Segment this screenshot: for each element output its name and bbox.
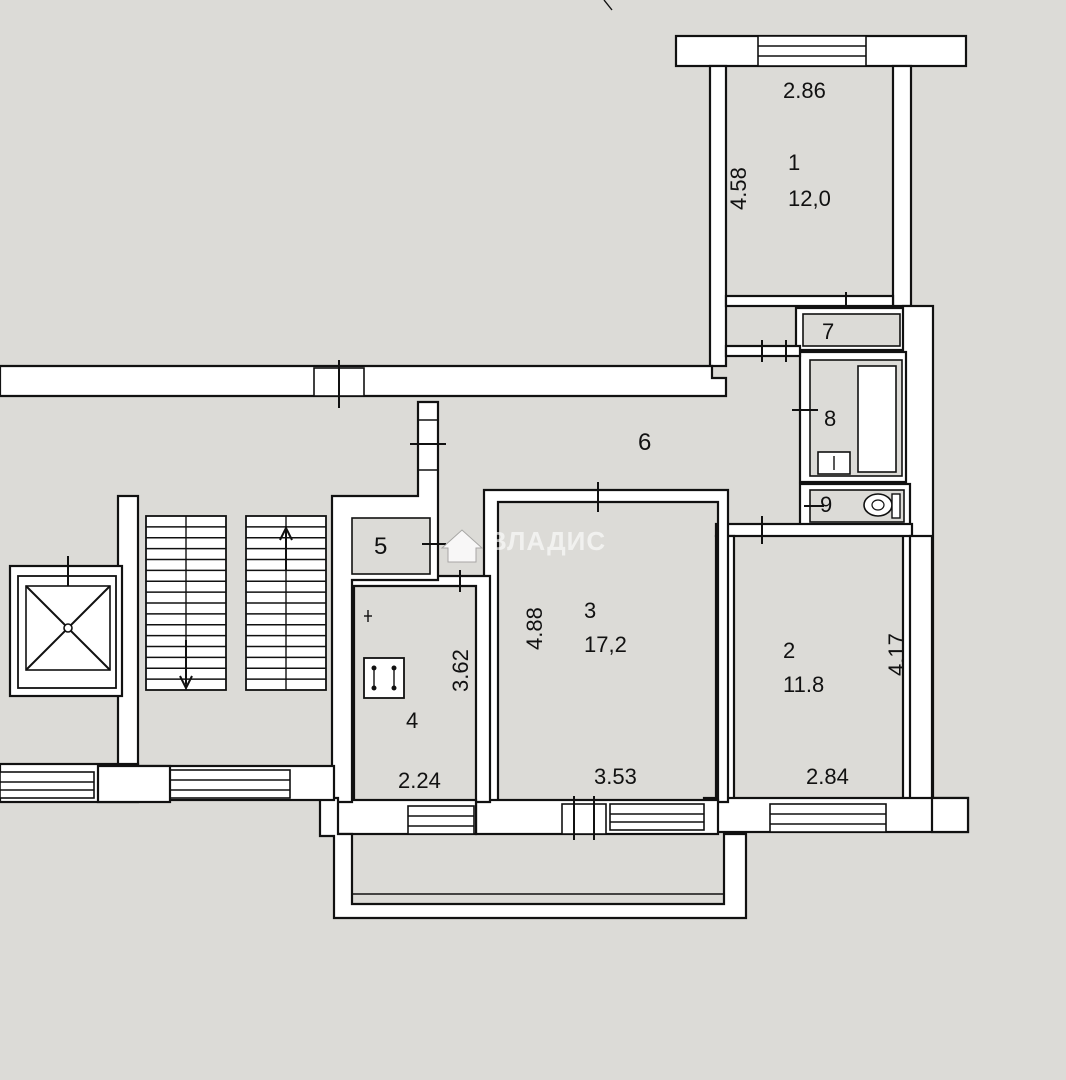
room-8-number: 8 bbox=[824, 406, 836, 431]
room-4-length: 3.62 bbox=[448, 649, 473, 692]
exterior-wall-top bbox=[0, 360, 728, 408]
elevator-icon bbox=[8, 556, 124, 698]
room-2-number: 2 bbox=[783, 638, 795, 663]
stairwell bbox=[0, 494, 336, 804]
room-1-length: 4.58 bbox=[726, 167, 751, 210]
room-5-walls bbox=[330, 400, 446, 804]
room-3-width: 3.53 bbox=[594, 764, 637, 789]
edge-mark bbox=[603, 0, 613, 11]
room-5-number: 5 bbox=[374, 533, 387, 560]
room-1-labels: 2.86 4.58 1 12,0 bbox=[726, 78, 831, 211]
room-1-number: 1 bbox=[788, 150, 800, 175]
room-9-walls bbox=[798, 482, 912, 528]
room-7-number: 7 bbox=[822, 319, 834, 344]
toilet-icon bbox=[863, 493, 893, 517]
room-2-area: 11.8 bbox=[783, 672, 824, 697]
room-2-walls bbox=[702, 516, 970, 834]
room-6-number: 6 bbox=[638, 429, 651, 456]
room-2-width: 2.84 bbox=[806, 764, 849, 789]
stairs-down-icon bbox=[145, 515, 227, 691]
room-1-area: 12,0 bbox=[788, 186, 831, 211]
bathtub-icon bbox=[857, 365, 897, 473]
room-2-length: 4.17 bbox=[884, 633, 909, 676]
stairs-up-icon bbox=[245, 515, 327, 691]
house-logo-icon bbox=[440, 529, 484, 563]
room-2-labels: 2 11.8 2.84 4.17 bbox=[783, 633, 909, 789]
room-4-number: 4 bbox=[406, 708, 418, 733]
balcony bbox=[318, 796, 748, 920]
room-1-walls bbox=[674, 34, 968, 368]
stove-icon bbox=[363, 657, 405, 699]
room-7-walls bbox=[794, 306, 908, 352]
room-8-walls bbox=[792, 350, 908, 484]
room-1-width: 2.86 bbox=[783, 78, 826, 103]
room-4-width: 2.24 bbox=[398, 768, 441, 793]
watermark-text: ВЛАДИС bbox=[488, 526, 606, 556]
room-4-labels: 4 2.24 3.62 bbox=[398, 649, 473, 793]
room-3-labels: 3 17,2 3.53 4.88 bbox=[522, 598, 637, 789]
room-4-walls bbox=[334, 570, 492, 836]
watermark: ВЛАДИС bbox=[440, 526, 606, 563]
room-9-number: 9 bbox=[820, 492, 832, 517]
room-3-length: 4.88 bbox=[522, 607, 547, 650]
room-3-area: 17,2 bbox=[584, 632, 627, 657]
room-3-number: 3 bbox=[584, 598, 596, 623]
